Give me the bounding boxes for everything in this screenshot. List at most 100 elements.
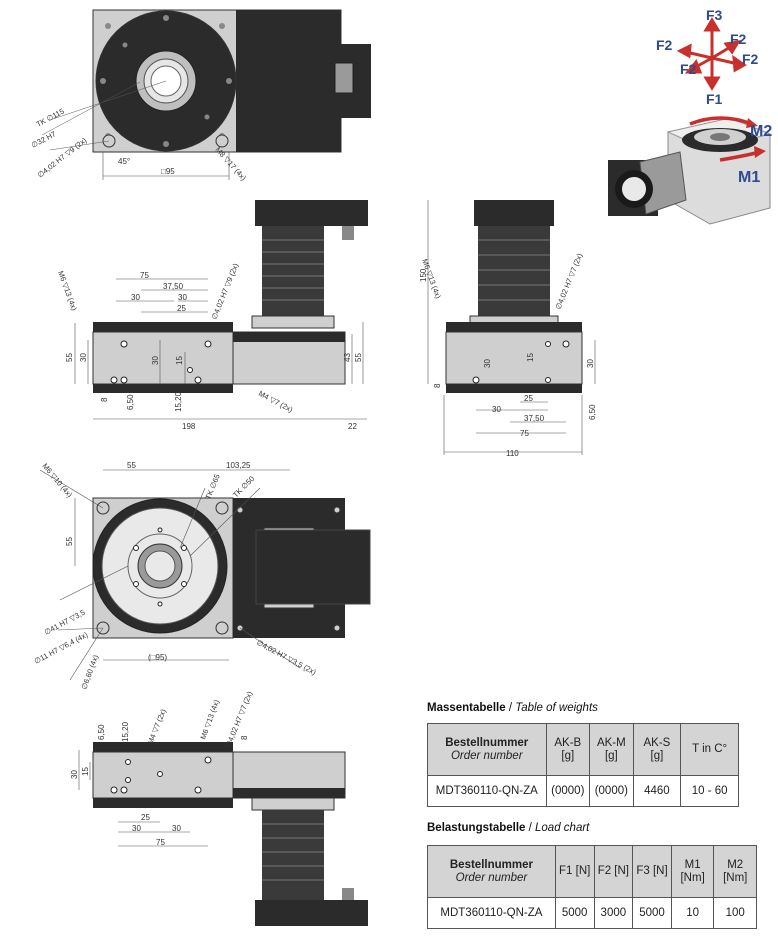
dim-s650: 6,50: [588, 404, 597, 420]
loads-header-m2: M2 [Nm]: [713, 845, 757, 898]
dim-d402-35: ∅4,02 H7 ▽3,5 (2x): [255, 638, 318, 677]
axis-f2-lower-left: F2: [680, 61, 697, 77]
dim-45: 45°: [118, 157, 130, 166]
dim-s25: 25: [524, 394, 533, 403]
loads-header-m2-label: M2: [727, 858, 744, 871]
weights-header-akm-label: AK-M: [596, 736, 626, 749]
loads-cell-f2: 3000: [593, 897, 634, 929]
axis-f2-right: F2: [730, 31, 747, 47]
dim-s30a: 30: [483, 359, 492, 368]
weights-header-order-en: Order number: [450, 749, 523, 762]
loads-header-order-de: Bestellnummer: [449, 858, 533, 871]
loads-cell-order: MDT360110-QN-ZA: [427, 897, 556, 929]
dim-43: 43: [343, 353, 352, 362]
loads-header-f1: F1 [N]: [554, 845, 595, 898]
loads-title-en: Load chart: [535, 822, 590, 834]
loads-header-f2: F2 [N]: [593, 845, 634, 898]
weights-title-de: Massentabelle: [427, 702, 506, 714]
dim-30c: 30: [79, 353, 88, 362]
loads-header-order: Bestellnummer Order number: [427, 845, 556, 898]
dim-l1520: 15,20: [121, 721, 130, 742]
dim-d402-7: ∅4,02 H7 ▽7 (2x): [554, 251, 585, 310]
loads-cell-m2: 100: [713, 897, 757, 929]
dim-d32: ∅32 H7: [30, 129, 58, 149]
dim-m4-7: M4 ▽7 (2x): [257, 389, 295, 415]
dim-3750: 37,50: [163, 282, 184, 291]
weights-header-akb-label: AK-B: [554, 736, 582, 749]
weights-header-aks-unit: [g]: [650, 749, 664, 762]
loads-table-title: Belastungstabelle / Load chart: [427, 822, 589, 834]
dim-22: 22: [348, 422, 357, 431]
dim-1520: 15,20: [174, 391, 183, 412]
dim-b55v: 55: [65, 537, 74, 546]
loads-title-sep: /: [525, 822, 536, 834]
dim-s75: 75: [520, 429, 529, 438]
dim-15: 15: [175, 356, 184, 365]
weights-title-en: Table of weights: [515, 702, 598, 714]
end-view: 150 M6 ▽13 (4x) ∅4,02 H7 ▽7 (2x) 30 15 3…: [419, 200, 597, 458]
moment-m1: M1: [738, 169, 760, 186]
dim-30a: 30: [131, 293, 140, 302]
weights-header-akm: AK-M [g]: [589, 723, 634, 776]
weights-header-order-de: Bestellnummer: [445, 736, 529, 749]
dim-l30c: 30: [172, 824, 181, 833]
dim-s110: 110: [506, 449, 519, 458]
dim-30d: 30: [151, 356, 160, 365]
dim-m6-13: M6 ▽13 (4x): [56, 270, 79, 313]
force-axes-diagram: F3 F2 F2 F2 F2 F1: [656, 7, 759, 107]
dim-s30b: 30: [586, 359, 595, 368]
dim-l650: 6,50: [97, 724, 106, 740]
weights-table: Bestellnummer Order number AK-B [g] AK-M…: [427, 723, 739, 807]
product-render: M2 M1: [608, 116, 772, 225]
weights-header-akb-unit: [g]: [561, 749, 575, 762]
weights-cell-order: MDT360110-QN-ZA: [427, 775, 547, 807]
dim-d660: ∅6,60 (4x): [79, 653, 100, 691]
weights-cell-temp: 10 - 60: [680, 775, 739, 807]
dim-tk115: TK ∅115: [35, 107, 66, 129]
loads-header-m1-unit: [Nm]: [680, 871, 705, 884]
weights-header-aks-label: AK-S: [643, 736, 671, 749]
loads-header-f3: F3 [N]: [632, 845, 672, 898]
loads-header-m1-label: M1: [684, 858, 701, 871]
weights-table-title: Massentabelle / Table of weights: [427, 702, 598, 714]
dim-55b: 55: [354, 353, 363, 362]
loads-header-m1: M1 [Nm]: [670, 845, 715, 898]
loads-cell-f1: 5000: [554, 897, 595, 929]
dim-l75: 75: [156, 838, 165, 847]
dim-b55: 55: [127, 461, 136, 470]
weights-header-aks: AK-S [g]: [632, 723, 682, 776]
moment-m2: M2: [750, 123, 772, 140]
dim-m6-13c: M6 ▽13 (4x): [198, 698, 221, 741]
weights-cell-aks: 4460: [632, 775, 682, 807]
bottom-view: 55 103,25 M6 ▽10 (4x) TK ∅65 TK ∅50 55 ∅…: [33, 461, 371, 691]
axis-f2-left: F2: [656, 37, 673, 53]
dim-650: 6,50: [126, 394, 135, 410]
top-view: □95 45° TK ∅115 ∅32 H7 ∅4,02 H7 ▽9 (2x) …: [30, 9, 371, 183]
dim-l15: 15: [81, 767, 90, 776]
loads-header-order-en: Order number: [455, 871, 528, 884]
weights-header-akm-unit: [g]: [604, 749, 618, 762]
dim-30b: 30: [178, 293, 187, 302]
weights-row: MDT360110-QN-ZA (0000) (0000) 4460 10 - …: [427, 775, 739, 807]
dim-l25: 25: [141, 813, 150, 822]
dim-s8: 8: [433, 383, 442, 388]
weights-title-sep: /: [505, 702, 516, 714]
weights-cell-akb: (0000): [545, 775, 591, 807]
weights-header-order: Bestellnummer Order number: [427, 723, 547, 776]
loads-row: MDT360110-QN-ZA 5000 3000 5000 10 100: [427, 897, 757, 929]
weights-cell-akm: (0000): [589, 775, 634, 807]
dim-d11: ∅11 H7 ▽6,4 (4x): [33, 630, 90, 666]
axis-f3: F3: [706, 7, 723, 23]
loads-cell-f3: 5000: [632, 897, 672, 929]
dim-d402-9b: ∅4,02 H7 ▽9 (2x): [210, 261, 241, 320]
axis-f2-lower-right: F2: [742, 51, 759, 67]
dim-198: 198: [182, 422, 196, 431]
side-view-motor: 75 37,50 30 30 25 55 30 30 15 8 6,50 15,…: [56, 200, 368, 431]
lower-side-view: 6,50 15,20 M4 ▽7 (2x) M6 ▽13 (4x) ∅4,02 …: [70, 689, 368, 926]
dim-m6-10: M6 ▽10 (4x): [40, 462, 74, 500]
loads-title-de: Belastungstabelle: [427, 822, 526, 834]
loads-table: Bestellnummer Order number F1 [N] F2 [N]…: [427, 845, 757, 929]
dim-25: 25: [177, 304, 186, 313]
loads-header-m2-unit: [Nm]: [723, 871, 748, 884]
